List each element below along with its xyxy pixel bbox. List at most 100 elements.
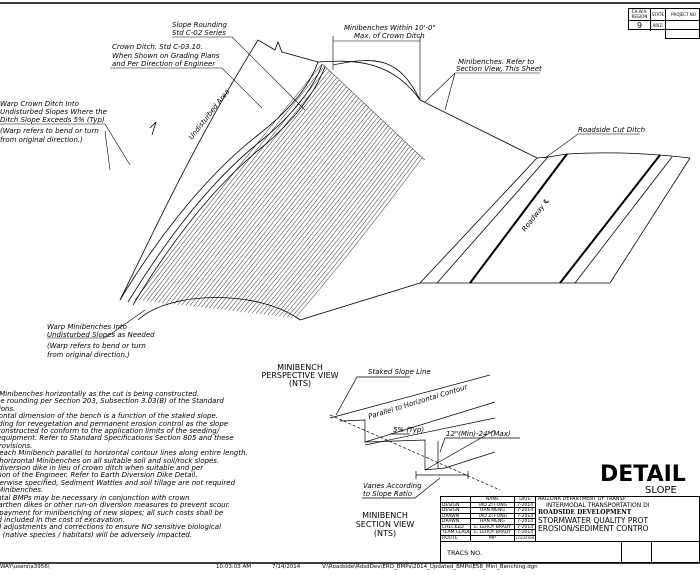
note-line: ng constructed to conform to the applica… [0, 427, 220, 436]
header-block-extra-cell [665, 30, 700, 39]
note-line: uct each Minibench parallel to horizonta… [0, 449, 248, 458]
tb-row-name: TAO ZI FONG [471, 502, 516, 507]
status-file: V:\Roadside\RdsdDev\ERO_BMPs\2014_Update… [322, 564, 538, 570]
note-line: of Minibenches. [0, 486, 44, 495]
minibench-line [181, 91, 355, 306]
header-state: STATE [651, 9, 666, 21]
tb-row-date: 7-2014 [517, 519, 534, 524]
tb-division: INTERMODAL TRANSPORTATION DI [546, 501, 650, 509]
tb-agency: ARIZONA DEPARTMENT OF TRANSP [538, 497, 626, 502]
tb-row-role: CHECKED [441, 524, 471, 529]
tb-row-name: HAN MENG [471, 508, 516, 513]
minibench-line [142, 68, 331, 302]
label-warp-note-1a: (Warp refers to bend or turn [0, 127, 99, 135]
minibench-line [150, 72, 335, 302]
tb-line2: EROSION/SEDIMENT CONTRO [538, 524, 649, 534]
minibench-line [216, 111, 377, 310]
leader-lines [0, 36, 640, 339]
label-slope-typ: 5% (Typ) [393, 426, 424, 434]
note-line: al provisions. [0, 441, 33, 450]
label-warp-crown-1: Warp Crown Ditch Into [0, 100, 79, 108]
label-minibenches-refer-1: Minibenches. Refer to [458, 58, 534, 66]
label-crown-ditch-3: and Per Direction of Engineer [112, 60, 216, 68]
minibench-line [294, 157, 426, 319]
minibench-line [201, 102, 367, 308]
minibench-line [271, 143, 411, 316]
label-warp-minibenches-1: Warp Minibenches Into [47, 323, 127, 331]
minibench-line [212, 109, 374, 309]
note-line: ng equipment. Refer to Standard Specific… [0, 434, 234, 443]
tb-empty-cell [621, 542, 622, 564]
label-warp-crown-3: Ditch Slope Exceeds 5% (Typ) [0, 116, 105, 124]
minibench-line [173, 86, 350, 305]
label-bench-height: 12"(Min)-24"(Max) [446, 430, 511, 438]
tb-header-row: NAME DATE [441, 497, 535, 503]
note-line: orizontal dimension of the bench is a fu… [0, 412, 218, 421]
note-line: mental BMPs may be necessary in conjunct… [0, 493, 190, 502]
label-varies-2: to Slope Ratio [363, 490, 412, 498]
minibench-lines [134, 63, 426, 319]
label-warp-note-2a: (Warp refers to bend or turn [47, 342, 146, 350]
minibench-line [162, 79, 343, 304]
note-line: s, earthen dikes or other run-on diversi… [0, 501, 231, 510]
label-staked-slope-line: Staked Slope Line [368, 368, 431, 376]
note-line: ered included in the cost of excavation. [0, 515, 125, 524]
minibench-line [255, 134, 401, 314]
tb-route-label: ROUTE [441, 535, 471, 541]
label-roadside-cut-ditch: Roadside Cut Ditch [578, 126, 645, 134]
tb-section: ROADSIDE DEVELOPMENT [538, 508, 632, 516]
minibench-line [236, 123, 389, 312]
label-warp-minibenches-2: Undisturbed Slopes as Needed [47, 331, 155, 339]
section-title-1: MINIBENCH [362, 511, 408, 520]
minibench-line [146, 70, 333, 302]
note-line: otherwise specified, Sediment Wattles an… [0, 478, 236, 487]
minibench-line [290, 155, 423, 318]
detail-title: DETAIL [600, 462, 686, 487]
tb-tracs-no: TRACS NO. [447, 549, 483, 557]
minibench-line [228, 118, 384, 311]
general-notes: uct Minibenches horizontally as the cut … [0, 390, 248, 539]
perspective-title-3: (NTS) [289, 379, 311, 388]
tb-row-role: DRAWN [441, 513, 471, 518]
minibench-line [193, 98, 362, 307]
note-line: uct horizontal Minibenches on all suitab… [0, 456, 220, 465]
section-title-3: (NTS) [374, 529, 396, 538]
minibench-line [208, 107, 372, 309]
minibench-line [224, 116, 382, 311]
tb-row-role: DRAWN [441, 519, 471, 524]
perspective-outline [119, 39, 691, 321]
tb-row-date: 7-2014 [517, 502, 534, 507]
label-warp-note-2b: from original direction.) [47, 351, 130, 359]
tb-row-date: 7-2014 [517, 508, 534, 513]
section-title-2: SECTION VIEW [356, 520, 415, 529]
tb-row-role: DESIGN [441, 502, 471, 507]
header-fhwa-region: F.H.W.A. REGION [629, 9, 651, 21]
minibench-line [169, 84, 348, 305]
note-line: rth diversion dike in lieu of crown ditc… [0, 464, 204, 473]
note-line: uct Minibenches horizontally as the cut … [0, 390, 200, 398]
tb-mp-label: MP [471, 535, 516, 541]
header-project-no: PROJECT NO [666, 9, 700, 21]
minibench-line [283, 150, 418, 317]
tb-location-label: LOCATION [516, 535, 535, 540]
minibench-line [138, 65, 328, 301]
minibench-line [263, 139, 406, 315]
minibench-line [134, 63, 326, 301]
tb-row-role: DESIGN [441, 508, 471, 513]
note-line: ications. [0, 404, 16, 413]
value-region: 9 [629, 21, 651, 31]
minibench-line [275, 146, 413, 316]
minibench-line [247, 130, 396, 313]
minibench-line [267, 141, 409, 316]
minibench-line [205, 104, 370, 309]
minibench-line [185, 93, 357, 306]
label-slope-rounding-1: Slope Rounding [172, 21, 227, 29]
